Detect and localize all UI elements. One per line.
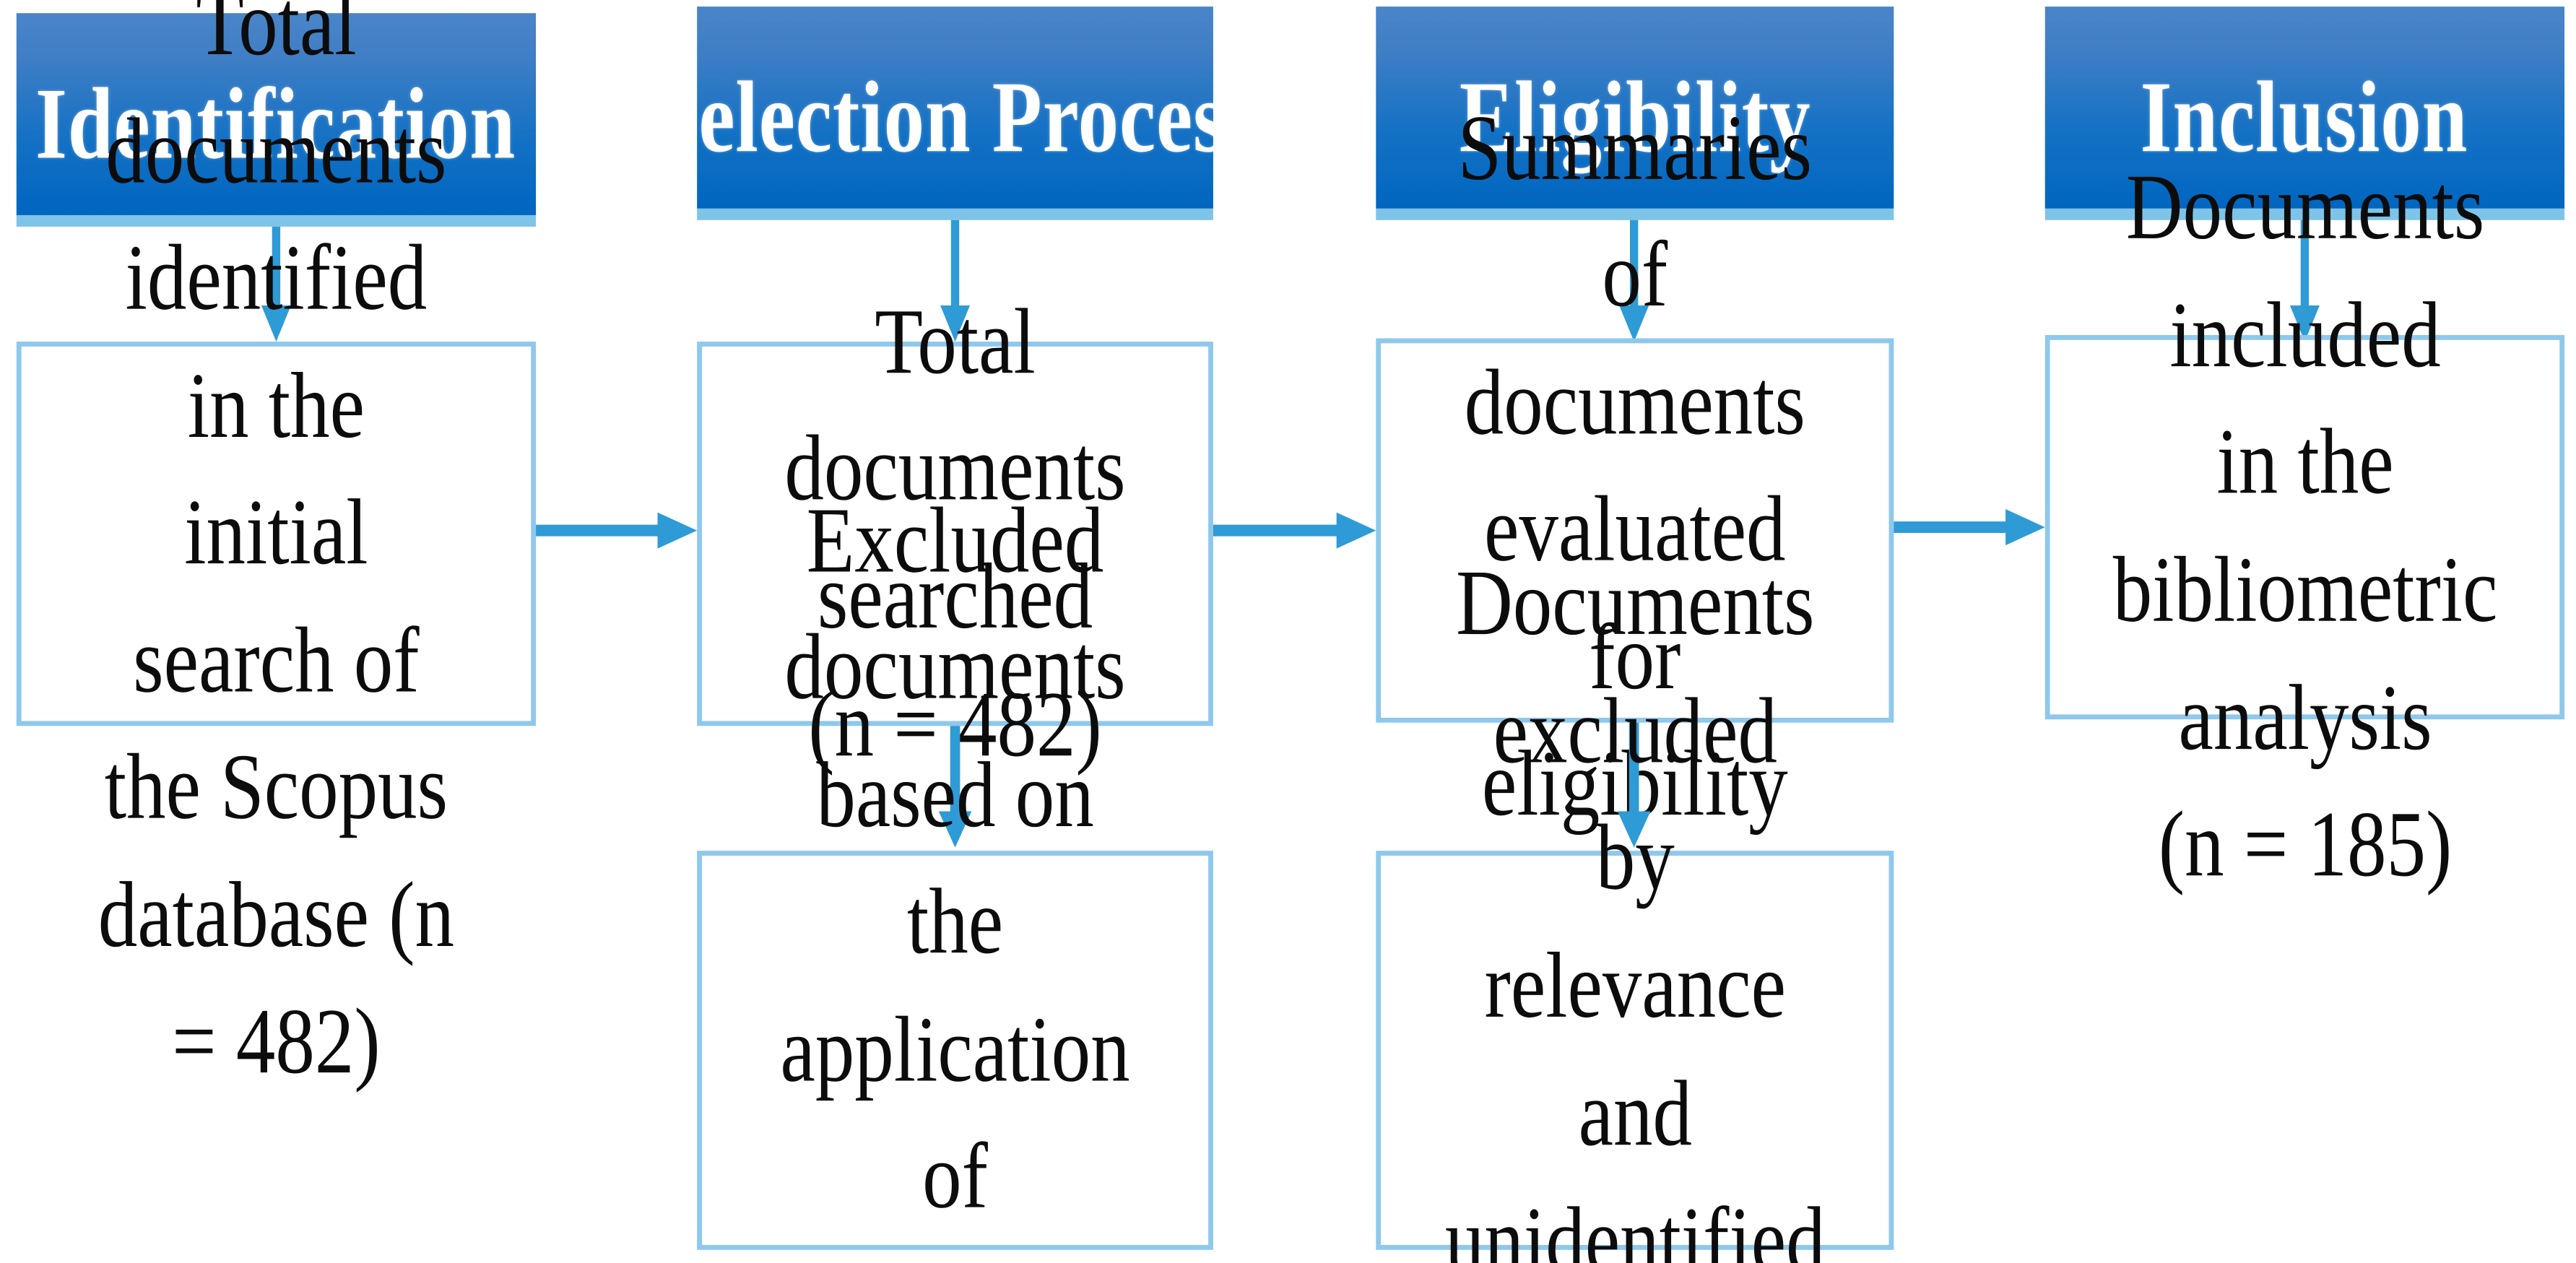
arrow-eligibility-down <box>1614 220 1654 345</box>
stage-header-label: Inclusion <box>2141 61 2469 173</box>
stage-header-identification: Identification <box>16 13 537 227</box>
node-excluded-by-criteria: Excluded documents based on the applicat… <box>697 489 1213 1263</box>
node-text: Total documents searched (n = 482) <box>784 290 1126 776</box>
arrow-identified-to-searched <box>536 509 701 552</box>
node-text: Documents included in the bibliometric a… <box>2112 157 2497 897</box>
arrow-identification-down <box>256 226 296 345</box>
stage-header-eligibility: Eligibility <box>1376 6 1894 220</box>
stage-header-label: Selection Process <box>652 61 1258 173</box>
node-text: Excluded documents based on the applicat… <box>780 489 1130 1263</box>
stage-header-label: Eligibility <box>1459 61 1811 173</box>
node-total-documents-searched: Total documents searched (n = 482) <box>697 290 1213 776</box>
node-text: Total documents identified in the initia… <box>97 0 455 1095</box>
arrow-summaries-to-excluded <box>1614 722 1654 851</box>
arrow-summaries-to-included <box>1894 506 2048 549</box>
arrow-searched-to-excluded <box>935 726 975 851</box>
arrow-searched-to-summaries <box>1213 509 1379 552</box>
node-excluded-by-relevance: Documents excluded by relevance and unid… <box>1376 552 1894 1263</box>
arrow-selection-process-down <box>935 220 975 345</box>
stage-header-inclusion: Inclusion <box>2044 6 2565 220</box>
node-text: Documents excluded by relevance and unid… <box>1444 552 1826 1263</box>
node-total-documents-identified: Total documents identified in the initia… <box>16 0 537 1094</box>
stage-header-selection-process: Selection Process <box>653 6 1257 220</box>
stage-header-label: Identification <box>35 68 516 181</box>
arrow-inclusion-down <box>2285 220 2325 345</box>
node-documents-included: Documents included in the bibliometric a… <box>2044 157 2565 897</box>
